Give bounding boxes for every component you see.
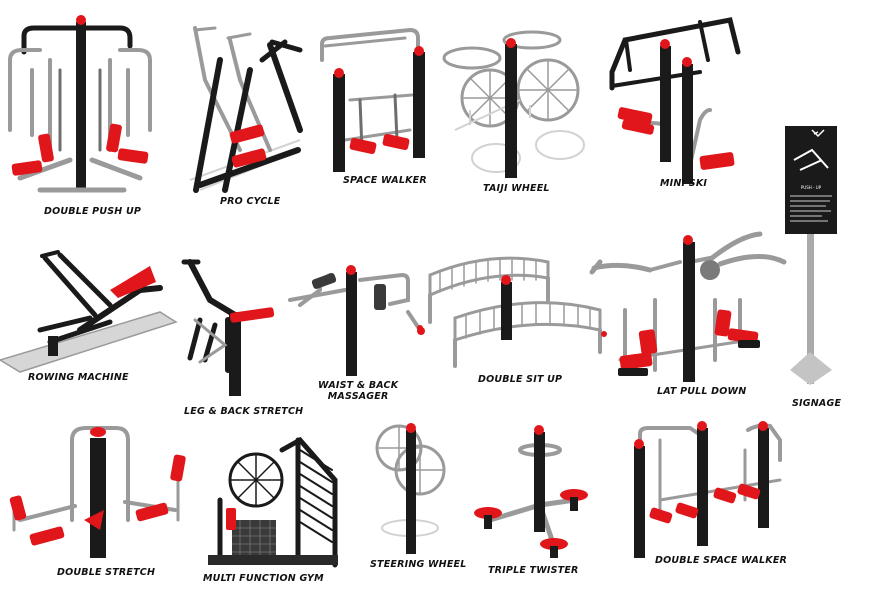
multi-function-gym-illustration (208, 436, 338, 568)
label-lat-pull-down: LAT PULL DOWN (657, 386, 747, 397)
double-push-up-illustration (8, 15, 152, 193)
label-space-walker: SPACE WALKER (343, 175, 427, 186)
rowing-machine-illustration (0, 250, 178, 373)
leg-back-stretch-illustration (181, 259, 275, 396)
label-double-push-up: DOUBLE PUSH UP (44, 206, 142, 217)
label-leg-back-stretch: LEG & BACK STRETCH (184, 406, 304, 417)
steering-wheel-illustration (375, 423, 446, 554)
mini-ski-illustration (609, 17, 741, 184)
label-double-sit-up: DOUBLE SIT UP (478, 374, 563, 385)
signage-illustration: PUSH - UP (785, 126, 837, 385)
waist-back-massager-illustration (288, 265, 425, 376)
label-signage: SIGNAGE (792, 398, 842, 409)
label-steering-wheel: STEERING WHEEL (370, 559, 467, 570)
label-waist-back-line2: MASSAGER (327, 391, 389, 402)
label-multi-function-gym: MULTI FUNCTION GYM (203, 573, 324, 584)
space-walker-illustration (320, 27, 425, 172)
double-space-walker-illustration (634, 421, 782, 558)
double-stretch-illustration (9, 426, 186, 558)
label-waist-back-line1: WAIST & BACK (318, 380, 399, 391)
label-triple-twister: TRIPLE TWISTER (488, 565, 579, 576)
label-rowing-machine: ROWING MACHINE (28, 372, 129, 383)
label-taiji-wheel: TAIJI WHEEL (483, 183, 550, 194)
label-pro-cycle: PRO CYCLE (220, 196, 281, 207)
label-double-stretch: DOUBLE STRETCH (57, 567, 156, 578)
label-mini-ski: MINI SKI (660, 178, 708, 189)
double-sit-up-illustration (417, 256, 607, 368)
sign-heading: PUSH - UP (801, 185, 822, 190)
lat-pull-down-illustration (589, 231, 787, 382)
pro-cycle-illustration (189, 26, 303, 193)
triple-twister-illustration (474, 425, 588, 558)
taiji-wheel-illustration (442, 30, 585, 178)
label-waist-back-massager: WAIST & BACK MASSAGER (318, 380, 398, 402)
label-double-space-walker: DOUBLE SPACE WALKER (655, 555, 788, 566)
